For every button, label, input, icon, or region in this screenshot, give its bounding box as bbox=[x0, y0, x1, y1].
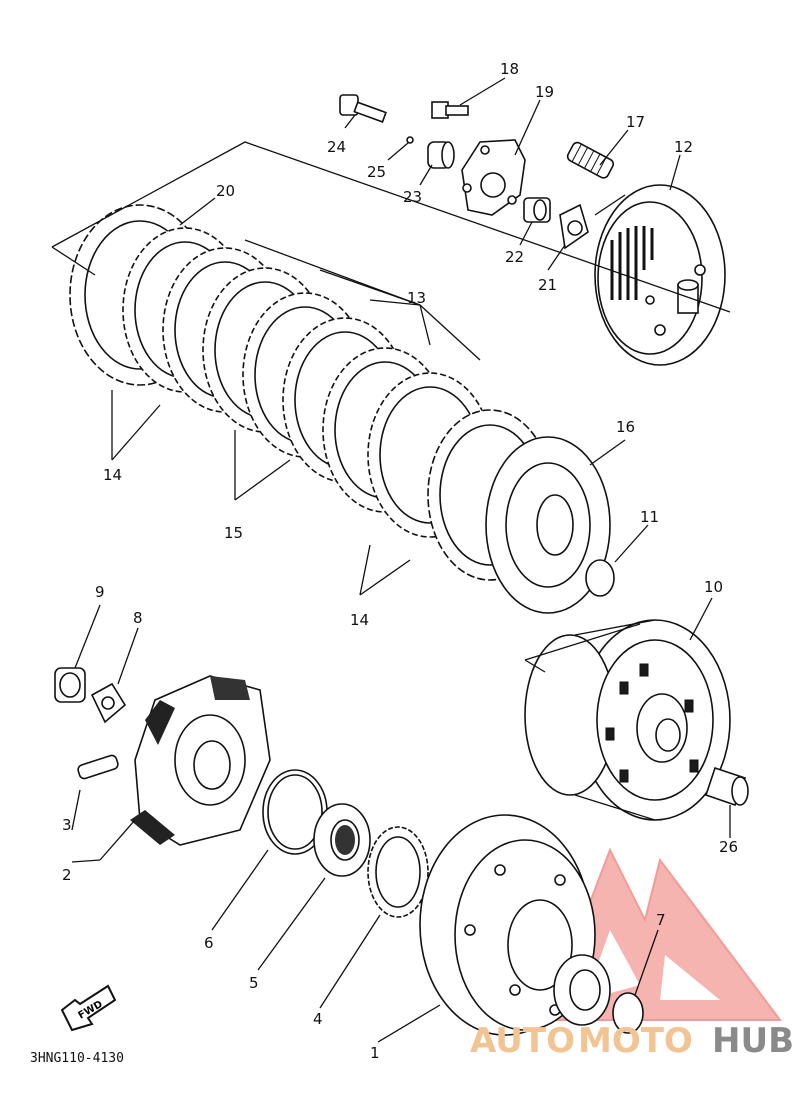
part-24-bolt bbox=[339, 94, 387, 123]
callout-5: 5 bbox=[249, 974, 259, 992]
part-8-washer bbox=[90, 682, 127, 724]
callout-labels: 18 19 17 12 24 25 23 22 21 20 13 14 15 1… bbox=[62, 60, 738, 1062]
callout-6: 6 bbox=[204, 934, 214, 952]
callout-16: 16 bbox=[616, 418, 635, 436]
part-11-circlip bbox=[585, 559, 615, 597]
callout-20: 20 bbox=[216, 182, 235, 200]
part-18-bolt bbox=[431, 101, 469, 119]
part-22-nut bbox=[523, 197, 551, 223]
plate-stack bbox=[122, 227, 553, 581]
drawing-code: 3HNG110-4130 bbox=[30, 1051, 124, 1066]
part-21-washer bbox=[559, 203, 589, 250]
callout-8: 8 bbox=[133, 609, 143, 627]
callout-10: 10 bbox=[704, 578, 723, 596]
callout-4: 4 bbox=[313, 1010, 323, 1028]
callout-21: 21 bbox=[538, 276, 557, 294]
callout-2: 2 bbox=[62, 866, 72, 884]
part-7-washer bbox=[612, 992, 644, 1034]
callout-3: 3 bbox=[62, 816, 72, 834]
part-10-clutch-housing bbox=[524, 619, 731, 821]
part-6-oring bbox=[262, 769, 328, 855]
callout-23: 23 bbox=[403, 188, 422, 206]
callout-15: 15 bbox=[224, 524, 243, 542]
part-12-pressure-housing bbox=[594, 184, 726, 366]
part-5-bearing bbox=[313, 803, 371, 877]
leader-lines bbox=[51, 77, 731, 1043]
part-23-bearing bbox=[427, 141, 455, 169]
part-26-sleeve bbox=[704, 766, 749, 807]
callout-22: 22 bbox=[505, 248, 524, 266]
callout-26: 26 bbox=[719, 838, 738, 856]
part-17-spring bbox=[566, 141, 615, 179]
callout-11: 11 bbox=[640, 508, 659, 526]
part-19-plate bbox=[461, 139, 526, 216]
callout-9: 9 bbox=[95, 583, 105, 601]
watermark-text: AUTO MOTO HUB bbox=[470, 1021, 794, 1061]
callout-12: 12 bbox=[674, 138, 693, 156]
callout-14-a: 14 bbox=[103, 466, 122, 484]
callout-19: 19 bbox=[535, 83, 554, 101]
callout-25: 25 bbox=[367, 163, 386, 181]
watermark-hub: HUB bbox=[712, 1021, 794, 1061]
part-16-pressure-plate bbox=[485, 436, 611, 614]
watermark-auto: AUTO bbox=[470, 1021, 575, 1061]
callout-24: 24 bbox=[327, 138, 346, 156]
part-9-nut bbox=[54, 667, 86, 703]
part-2-primary-clutch bbox=[130, 675, 271, 846]
part-1-clutch-drum bbox=[419, 814, 611, 1036]
part-25-ball bbox=[406, 136, 414, 144]
callout-14-b: 14 bbox=[350, 611, 369, 629]
callout-18: 18 bbox=[500, 60, 519, 78]
callout-1: 1 bbox=[370, 1044, 380, 1062]
fwd-arrow-icon: FWD bbox=[60, 984, 117, 1032]
callout-7: 7 bbox=[656, 911, 666, 929]
watermark-moto: MOTO bbox=[578, 1021, 693, 1061]
part-4-one-way-clutch bbox=[367, 826, 429, 918]
callout-13: 13 bbox=[407, 289, 426, 307]
part-3-spring bbox=[77, 754, 119, 780]
callout-17: 17 bbox=[626, 113, 645, 131]
